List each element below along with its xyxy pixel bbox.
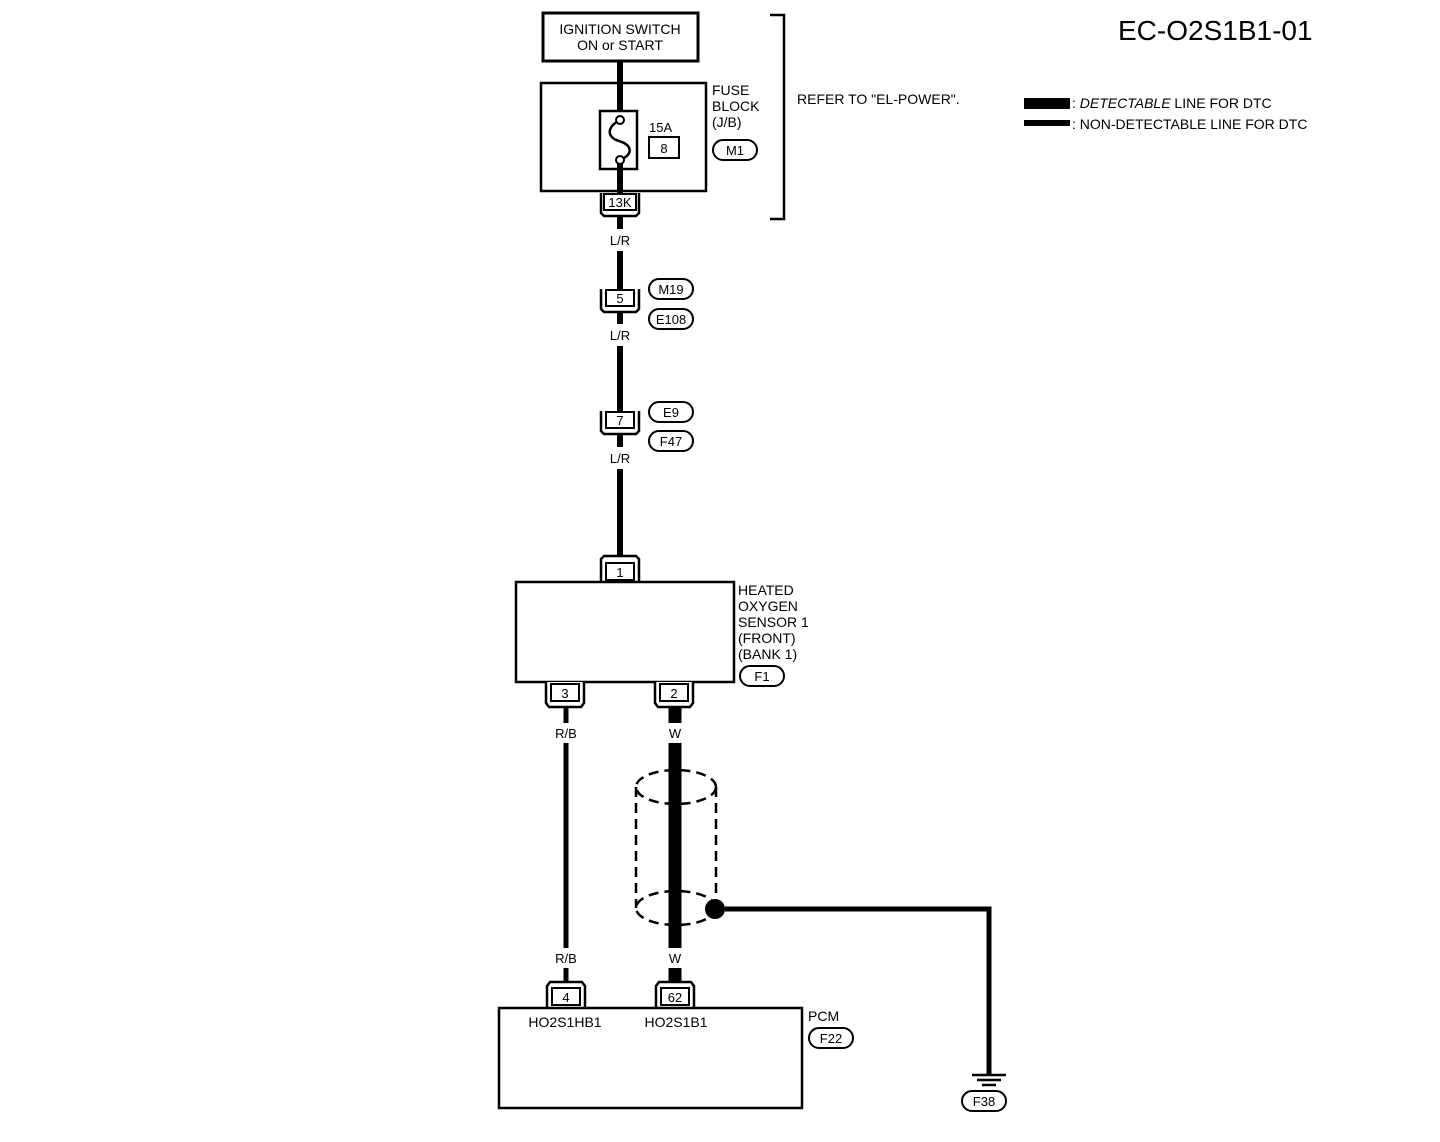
- wire-shield-ground: [725, 906, 992, 1075]
- joint-connector-5: 5: [599, 289, 641, 314]
- pcm-terminal-4: 4: [545, 980, 587, 1008]
- connector-badge-e108: [648, 308, 694, 330]
- fuse-rating: 15A: [649, 120, 672, 135]
- ground-connector: F38: [973, 1094, 995, 1109]
- pcm-terminal-62-label: 62: [668, 990, 682, 1005]
- wire-color-rb-1: R/B: [555, 726, 577, 741]
- refer-note: REFER TO "EL-POWER".: [797, 91, 960, 107]
- fuse-block-box: [539, 81, 708, 193]
- connector-badge-e9: [648, 401, 694, 423]
- connector-badge-f47: [648, 430, 694, 452]
- sensor-connector-badge: [739, 665, 785, 687]
- sensor-terminal-1: 1: [599, 554, 641, 582]
- sensor-terminal-2-label: 2: [670, 686, 677, 701]
- connector-f47: F47: [660, 434, 682, 449]
- connector-e9: E9: [663, 405, 679, 420]
- sensor-terminal-3: 3: [544, 682, 586, 709]
- wire-color-w-2: W: [669, 951, 682, 966]
- legend-detectable-swatch: [1024, 98, 1070, 109]
- ground-connector-badge: [961, 1090, 1007, 1112]
- sensor-label-3: SENSOR 1: [738, 614, 809, 630]
- wire-color-rb-2: R/B: [555, 951, 577, 966]
- shield-ground-junction: [705, 899, 725, 919]
- fuse-terminal-top: [615, 115, 625, 125]
- connector-e108: E108: [656, 312, 686, 327]
- wire-label-bg-1: [604, 229, 636, 251]
- legend-detectable-suffix: LINE FOR DTC: [1171, 95, 1272, 111]
- sensor-label-4: (FRONT): [738, 630, 796, 646]
- legend-detectable: : DETECTABLE LINE FOR DTC: [1072, 95, 1272, 111]
- joint-connector-5-label: 5: [616, 291, 623, 306]
- wire-color-lr-1: L/R: [610, 233, 630, 248]
- fuse-number-box: [648, 136, 680, 159]
- wire-color-lr-3: L/R: [610, 451, 630, 466]
- ignition-switch-label-1: IGNITION SWITCH: [559, 21, 680, 37]
- sensor-label-5: (BANK 1): [738, 646, 797, 662]
- wire-label-bg-rb-1: [550, 723, 582, 743]
- fuse-terminal-bottom: [615, 155, 625, 165]
- joint-connector-7: 7: [599, 411, 641, 436]
- terminal-13k: 13K: [599, 193, 641, 218]
- sensor-terminal-3-label: 3: [561, 686, 568, 701]
- fuse-block-connector-badge: [712, 139, 758, 161]
- wire-label-bg-w-1: [663, 723, 687, 743]
- wire-label-bg-3: [604, 447, 636, 469]
- diagram-id: EC-O2S1B1-01: [1118, 15, 1313, 46]
- fuse-block-label-3: (J/B): [712, 114, 742, 130]
- oxygen-sensor-box: [514, 580, 736, 684]
- sensor-terminal-2: 2: [653, 682, 695, 709]
- pcm-connector: F22: [820, 1031, 842, 1046]
- pcm-label: PCM: [808, 1008, 839, 1024]
- wire-label-bg-2: [604, 324, 636, 346]
- wire-color-w-1: W: [669, 726, 682, 741]
- sensor-label-2: OXYGEN: [738, 598, 798, 614]
- wire-color-lr-2: L/R: [610, 328, 630, 343]
- ground-icon: [972, 1073, 1006, 1087]
- joint-connector-7-label: 7: [616, 413, 623, 428]
- pcm-signal-right: HO2S1B1: [644, 1014, 707, 1030]
- ignition-switch-label-2: ON or START: [577, 37, 663, 53]
- connector-badge-m19: [648, 278, 694, 300]
- fuse-block-label-1: FUSE: [712, 82, 749, 98]
- legend-non-detectable: : NON-DETECTABLE LINE FOR DTC: [1072, 116, 1307, 132]
- sensor-label-1: HEATED: [738, 582, 794, 598]
- refer-bracket: [770, 13, 786, 221]
- terminal-13k-label: 13K: [608, 195, 631, 210]
- fuse-icon: [608, 118, 631, 162]
- wire-label-bg-rb-2: [550, 948, 582, 968]
- sensor-terminal-1-label: 1: [616, 565, 623, 580]
- fuse-block-connector: M1: [726, 143, 744, 158]
- legend-detectable-prefix: :: [1072, 95, 1080, 111]
- wire-label-bg-w-2: [663, 948, 687, 968]
- fuse-number: 8: [660, 141, 667, 156]
- legend-non-detectable-swatch: [1024, 120, 1070, 126]
- connector-m19: M19: [658, 282, 683, 297]
- pcm-connector-badge: [808, 1027, 854, 1049]
- sensor-connector: F1: [754, 669, 769, 684]
- pcm-signal-left: HO2S1HB1: [528, 1014, 601, 1030]
- fuse-block-label-2: BLOCK: [712, 98, 760, 114]
- pcm-terminal-62: 62: [654, 980, 696, 1008]
- pcm-box: [497, 1006, 804, 1110]
- pcm-terminal-4-label: 4: [562, 990, 569, 1005]
- legend-detectable-italic: DETECTABLE: [1080, 95, 1171, 111]
